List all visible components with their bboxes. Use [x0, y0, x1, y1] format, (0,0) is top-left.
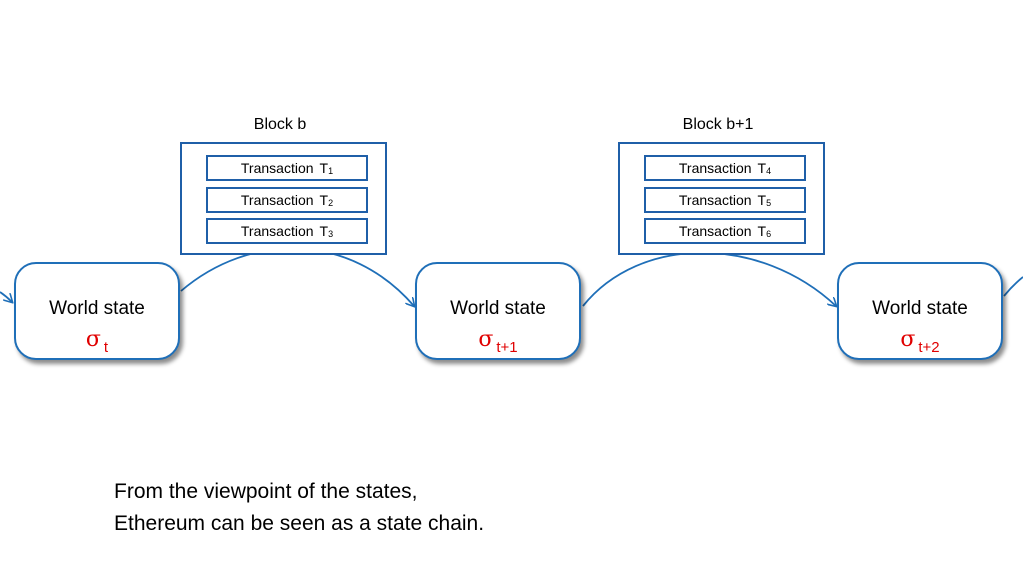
- world-state-label: World state: [49, 298, 145, 319]
- transaction-label: Transaction: [240, 192, 314, 208]
- transaction-symbol: T: [319, 160, 329, 176]
- block-title-b: Block b: [253, 116, 307, 133]
- transition-arrow-1: [180, 247, 414, 306]
- sigma-symbol: σ: [900, 327, 916, 352]
- transaction-label: Transaction: [240, 223, 314, 239]
- world-state-label: World state: [450, 298, 546, 319]
- transaction-symbol: T: [319, 223, 329, 239]
- world-state-label: World state: [872, 298, 968, 319]
- block-title-b-plus-1: Block b+1: [682, 116, 754, 133]
- state-subscript: t+2: [918, 339, 940, 356]
- transaction-symbol: T: [319, 192, 329, 208]
- transaction-symbol: T: [757, 192, 767, 208]
- caption-line-1: From the viewpoint of the states,: [114, 480, 418, 503]
- caption: From the viewpoint of the states, Ethere…: [114, 476, 484, 540]
- transaction-label: Transaction: [678, 223, 752, 239]
- transaction-subscript: 4: [766, 166, 772, 176]
- transaction-symbol: T: [757, 223, 767, 239]
- outgoing-arrow: [1003, 276, 1023, 297]
- state-subscript: t: [103, 339, 109, 356]
- transaction-label: Transaction: [678, 192, 752, 208]
- transaction-subscript: 6: [766, 229, 772, 239]
- incoming-arrow: [0, 291, 12, 302]
- sigma-symbol: σ: [478, 327, 494, 352]
- transaction-subscript: 2: [328, 198, 334, 208]
- transaction-symbol: T: [757, 160, 767, 176]
- sigma-symbol: σ: [85, 327, 101, 352]
- transaction-subscript: 5: [766, 198, 772, 208]
- transaction-subscript: 1: [328, 166, 334, 176]
- transaction-label: Transaction: [240, 160, 314, 176]
- transaction-label: Transaction: [678, 160, 752, 176]
- caption-line-2: Ethereum can be seen as a state chain.: [114, 512, 485, 535]
- state-subscript: t+1: [496, 339, 518, 356]
- transition-arrow-2: [582, 251, 836, 306]
- transaction-subscript: 3: [328, 229, 334, 239]
